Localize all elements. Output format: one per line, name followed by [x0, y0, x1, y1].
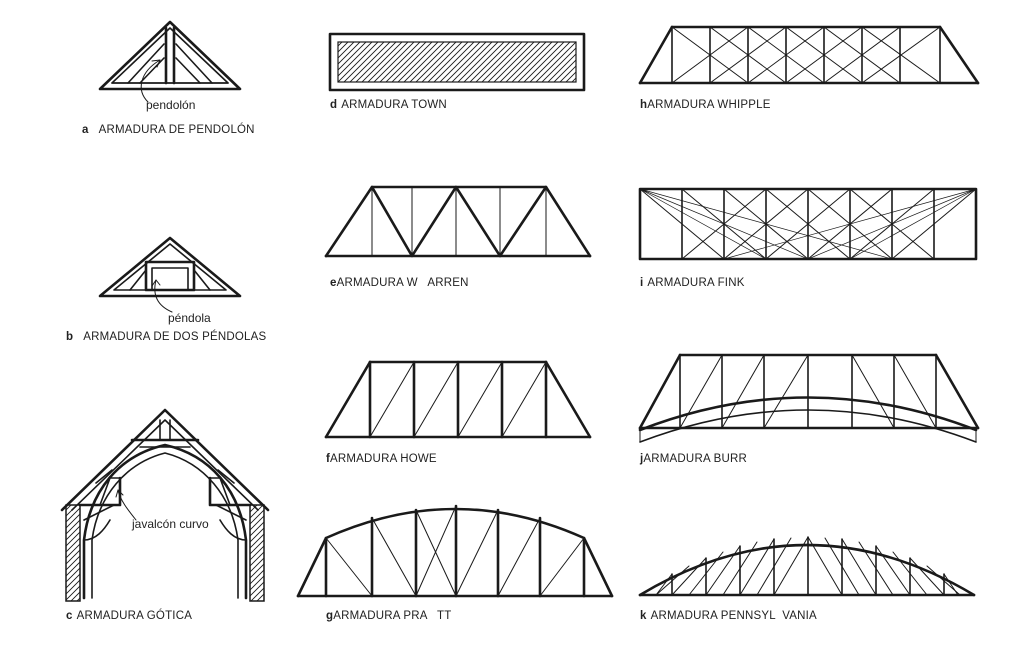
label-g: gARMADURA PRA TT	[326, 610, 451, 622]
pointer-arrow	[154, 279, 173, 313]
warren-truss	[324, 185, 592, 258]
pointer-arrow	[117, 489, 137, 521]
pratt-truss	[296, 504, 614, 598]
annotation-javalcon: javalcón curvo	[131, 517, 209, 531]
pointer-arrow	[140, 59, 161, 103]
pennsylvania-truss	[638, 536, 976, 597]
arrowhead	[151, 279, 161, 287]
queen-post-truss	[98, 236, 242, 298]
burr-truss	[638, 353, 980, 443]
whipple-truss	[638, 25, 980, 85]
arrowhead	[151, 59, 161, 68]
annotation-pendolon: pendolón	[146, 98, 195, 112]
gothic-truss	[60, 408, 270, 602]
king-post-truss	[98, 20, 242, 91]
arrowhead	[115, 489, 124, 498]
annotation-pendola: péndola	[168, 311, 211, 325]
town-truss	[328, 32, 586, 92]
label-j: jARMADURA BURR	[639, 453, 747, 465]
label-f: fARMADURA HOWE	[326, 453, 437, 465]
label-e: eARMADURA W ARREN	[330, 277, 469, 289]
fink-truss	[638, 187, 978, 261]
howe-truss	[324, 360, 592, 439]
label-h: hARMADURA WHIPPLE	[640, 99, 771, 111]
